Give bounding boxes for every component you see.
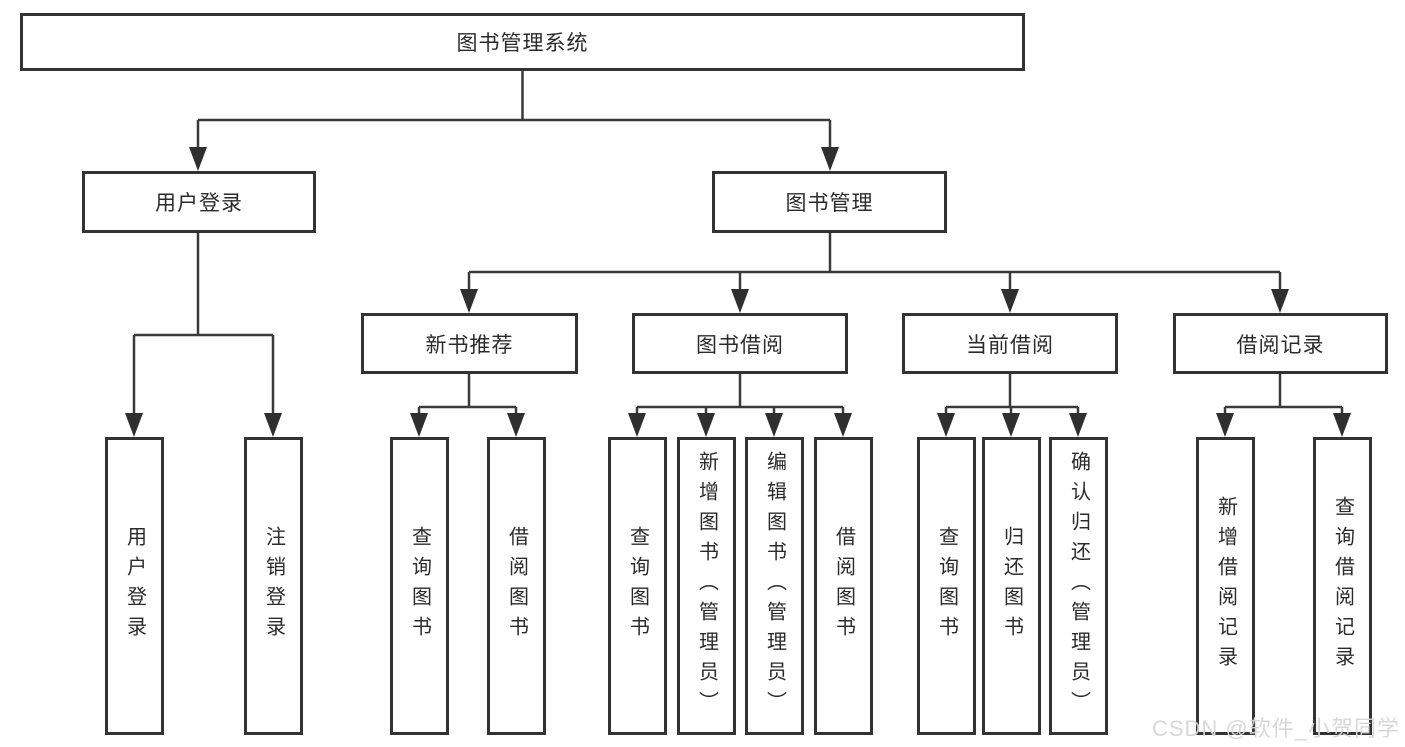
arrowhead-icon [628,413,646,437]
node-book-borrowing: 图书借阅 [632,313,848,374]
node-label: 查询图书 [626,526,649,646]
arrowhead-icon [264,413,282,437]
node-label: 借阅记录 [1236,333,1325,357]
node-label: 图书管理 [785,192,874,215]
node-leaf-query-books-1: 查询图书 [390,437,449,735]
node-label: 借阅图书 [832,526,855,646]
node-borrowing-records: 借阅记录 [1173,313,1388,374]
node-leaf-add-books-admin: 新增图书（管理员） [677,437,736,735]
arrowhead-icon [1002,413,1020,437]
node-leaf-query-books-3: 查询图书 [917,437,976,735]
node-leaf-user-login: 用户登录 [105,437,164,735]
node-current-borrowing: 当前借阅 [902,313,1118,374]
arrowhead-icon [697,413,715,437]
node-label: 确认归还（管理员） [1067,451,1090,721]
node-leaf-logout: 注销登录 [244,437,303,735]
csdn-watermark: CSDN @软件_小贺同学 [1151,716,1400,741]
arrowhead-icon [125,413,143,437]
arrowhead-icon [821,147,839,171]
node-label: 归还图书 [1000,526,1023,646]
node-label: 当前借阅 [966,333,1054,357]
node-leaf-add-borrow-record: 新增借阅记录 [1196,437,1255,735]
arrowhead-icon [765,413,783,437]
arrowhead-icon [1216,413,1234,437]
node-label: 新书推荐 [425,333,514,357]
arrowhead-icon [1333,413,1351,437]
node-new-book-recommend: 新书推荐 [361,313,578,374]
node-label: 用户登录 [155,192,243,215]
arrowhead-icon [834,413,852,437]
node-leaf-borrow-books-1: 借阅图书 [487,437,546,735]
arrowhead-icon [507,413,525,437]
node-label: 图书借阅 [696,333,784,357]
node-label: 图书管理系统 [456,32,589,55]
arrowhead-icon [460,289,478,313]
node-label: 注销登录 [262,526,285,646]
node-leaf-query-books-2: 查询图书 [608,437,667,735]
node-library-system: 图书管理系统 [20,13,1025,71]
node-label: 用户登录 [123,526,146,646]
node-leaf-confirm-return-admin: 确认归还（管理员） [1049,437,1108,735]
node-leaf-return-books: 归还图书 [982,437,1041,735]
arrowhead-icon [1001,289,1019,313]
node-label: 查询图书 [935,526,958,646]
node-leaf-query-borrow-record: 查询借阅记录 [1313,437,1372,735]
node-label: 新增图书（管理员） [695,451,718,721]
arrowhead-icon [1271,289,1289,313]
node-label: 编辑图书（管理员） [763,451,786,721]
arrowhead-icon [189,147,207,171]
node-label: 查询图书 [408,526,431,646]
node-user-login: 用户登录 [82,171,316,233]
arrowhead-icon [937,413,955,437]
node-label: 借阅图书 [505,526,528,646]
arrowhead-icon [410,413,428,437]
node-book-management: 图书管理 [712,171,947,233]
node-label: 新增借阅记录 [1214,496,1237,676]
arrowhead-icon [1069,413,1087,437]
node-leaf-edit-books-admin: 编辑图书（管理员） [745,437,804,735]
arrowhead-icon [731,289,749,313]
node-leaf-borrow-books-2: 借阅图书 [814,437,873,735]
node-label: 查询借阅记录 [1331,496,1354,676]
